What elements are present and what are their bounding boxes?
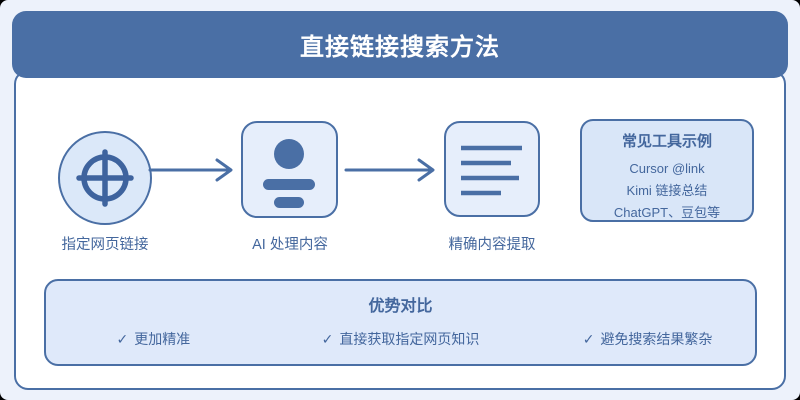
advantages-list: ✓ 更加精准 ✓ 直接获取指定网页知识 ✓ 避免搜索结果繁杂 xyxy=(46,329,755,349)
advantage-item-label: 直接获取指定网页知识 xyxy=(339,331,480,347)
document-lines-icon xyxy=(446,123,538,214)
header-bar: 直接链接搜索方法 xyxy=(12,11,788,78)
flow-label-content-extraction: 精确内容提取 xyxy=(448,237,536,253)
flow-arrow-2 xyxy=(343,157,439,183)
tools-panel-title: 常见工具示例 xyxy=(621,133,712,150)
ai-person-icon xyxy=(243,123,336,215)
tools-item-cursor: Cursor @link xyxy=(629,161,705,176)
flow-arrow-1 xyxy=(147,157,237,183)
page-title: 直接链接搜索方法 xyxy=(300,34,500,61)
tools-item-chatgpt-doubao: ChatGPT、豆包等 xyxy=(613,205,721,220)
advantage-item-avoid-clutter: ✓ 避免搜索结果繁杂 xyxy=(540,329,755,349)
advantage-item-label: 更加精准 xyxy=(134,331,191,347)
flow-label-web-link: 指定网页链接 xyxy=(61,237,149,253)
advantage-item-label: 避免搜索结果繁杂 xyxy=(600,331,713,347)
advantage-item-precision: ✓ 更加精准 xyxy=(46,329,261,349)
check-icon: ✓ xyxy=(582,331,595,347)
tools-item-kimi: Kimi 链接总结 xyxy=(626,183,708,198)
advantage-item-direct-knowledge: ✓ 直接获取指定网页知识 xyxy=(261,329,540,349)
globe-icon xyxy=(69,142,141,214)
flow-step-content-extraction xyxy=(444,121,540,217)
tools-example-panel: 常见工具示例 Cursor @link Kimi 链接总结 ChatGPT、豆包… xyxy=(580,119,754,222)
advantages-panel: 优势对比 ✓ 更加精准 ✓ 直接获取指定网页知识 ✓ 避免搜索结果繁杂 xyxy=(44,279,757,366)
check-icon: ✓ xyxy=(116,331,129,347)
flow-step-web-link xyxy=(58,131,152,225)
check-icon: ✓ xyxy=(321,331,334,347)
flow-label-ai-processing: AI 处理内容 xyxy=(252,237,328,253)
advantages-title: 优势对比 xyxy=(368,298,433,315)
flow-step-ai-processing xyxy=(241,121,338,218)
